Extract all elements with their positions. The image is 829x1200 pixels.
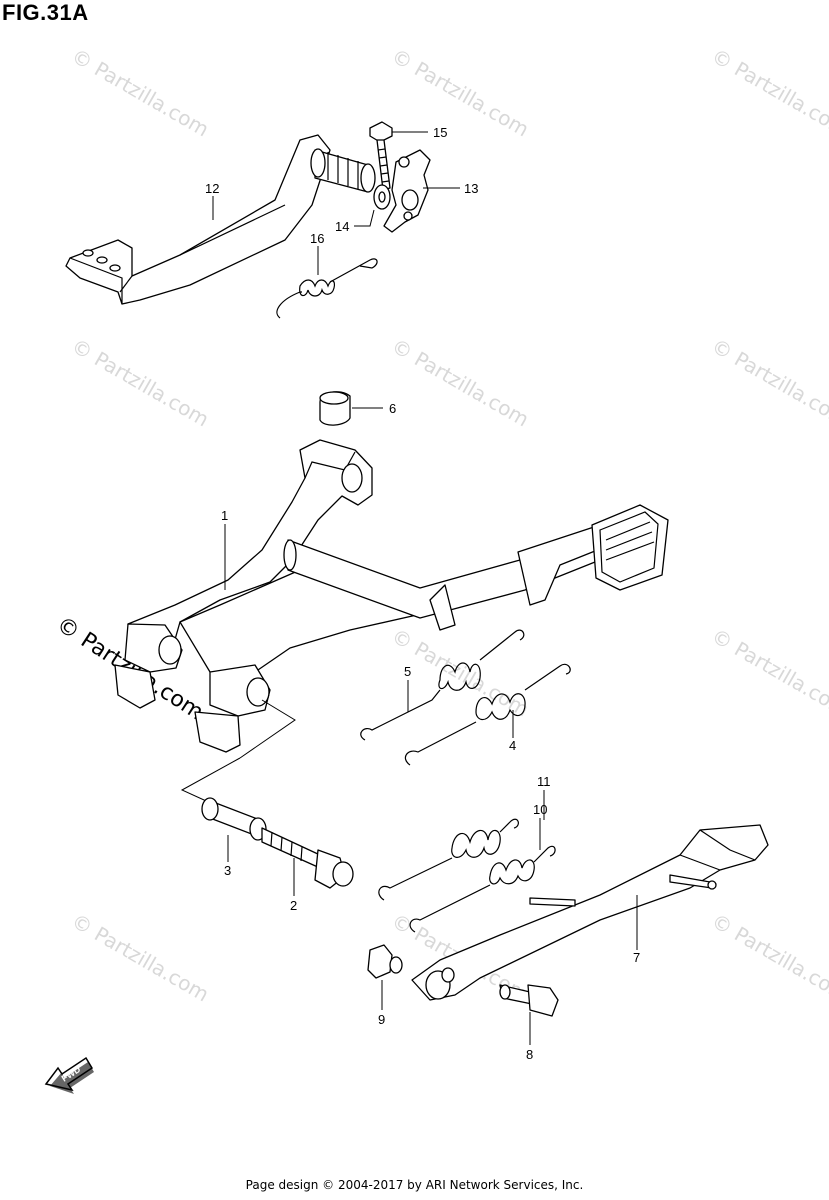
callout-9: 9 <box>378 1012 385 1027</box>
side-stand-7 <box>411 824 769 1001</box>
figure-title: FIG.31A <box>2 0 89 25</box>
watermark: © Partzilla.com <box>708 909 829 1007</box>
callout-12: 12 <box>205 181 219 196</box>
spring-11 <box>378 818 519 901</box>
spring-4 <box>404 663 571 766</box>
nut-9 <box>367 944 403 979</box>
bolt-8 <box>499 984 559 1017</box>
explode-line <box>239 699 296 759</box>
explode-line <box>180 757 241 806</box>
brake-pedal-12 <box>65 134 376 305</box>
watermark: © Partzilla.com <box>68 909 214 1007</box>
spring-5 <box>360 629 525 741</box>
callout-8: 8 <box>526 1047 533 1062</box>
watermark: © Partzilla.com <box>708 44 829 142</box>
watermark: © Partzilla.com <box>708 334 829 432</box>
callout-7: 7 <box>633 950 640 965</box>
callout-11: 11 <box>537 774 551 789</box>
callout-14: 14 <box>335 219 349 234</box>
stopper-6 <box>319 391 351 426</box>
watermark: © Partzilla.com <box>388 334 534 432</box>
footer-copyright: Page design © 2004-2017 by ARI Network S… <box>245 1178 584 1192</box>
bolt-15 <box>369 121 393 191</box>
callout-10: 10 <box>533 802 547 817</box>
watermark: © Partzilla.com <box>68 44 214 142</box>
callout-3: 3 <box>224 863 231 878</box>
callout-labels: 15 13 14 12 16 6 1 5 4 11 10 3 2 7 9 8 <box>205 125 640 1062</box>
collar-3 <box>201 797 267 841</box>
callout-leaders <box>212 131 638 1045</box>
bolt-2 <box>261 827 354 889</box>
spring-16 <box>276 258 378 319</box>
fwd-arrow-icon: FWD <box>44 1056 94 1094</box>
callout-4: 4 <box>509 738 516 753</box>
callout-15: 15 <box>433 125 447 140</box>
callout-5: 5 <box>404 664 411 679</box>
washer-14-hole <box>378 191 386 203</box>
bracket-13 <box>383 149 431 233</box>
watermark: © Partzilla.com <box>388 44 534 142</box>
center-stand-1 <box>114 439 669 753</box>
callout-6: 6 <box>389 401 396 416</box>
callout-16: 16 <box>310 231 324 246</box>
spring-10 <box>409 845 556 933</box>
watermark: © Partzilla.com <box>708 624 829 722</box>
callout-2: 2 <box>290 898 297 913</box>
watermark: © Partzilla.com <box>68 334 214 432</box>
callout-13: 13 <box>464 181 478 196</box>
callout-1: 1 <box>221 508 228 523</box>
